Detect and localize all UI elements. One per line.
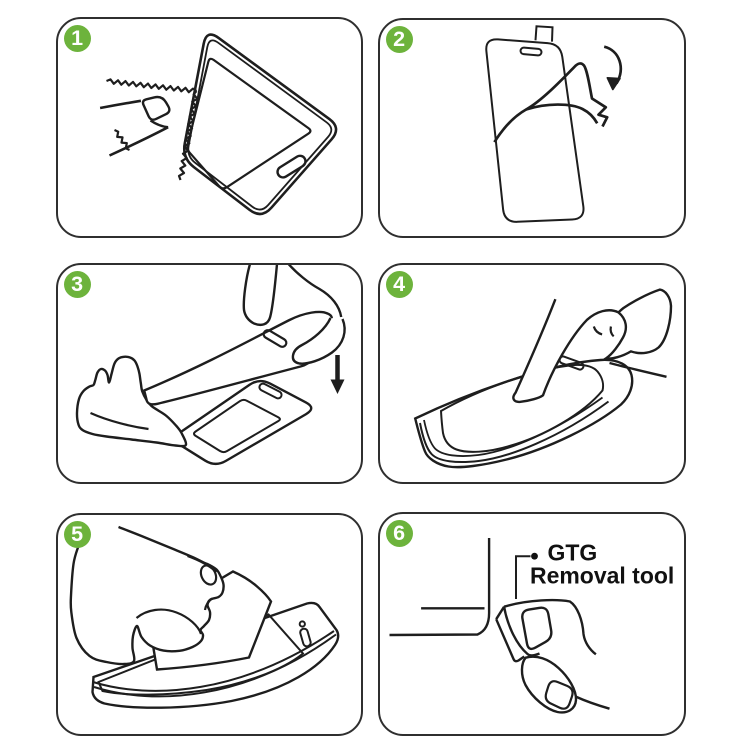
svg-text:Removal tool: Removal tool (530, 563, 674, 589)
svg-text:GTG: GTG (548, 540, 598, 566)
